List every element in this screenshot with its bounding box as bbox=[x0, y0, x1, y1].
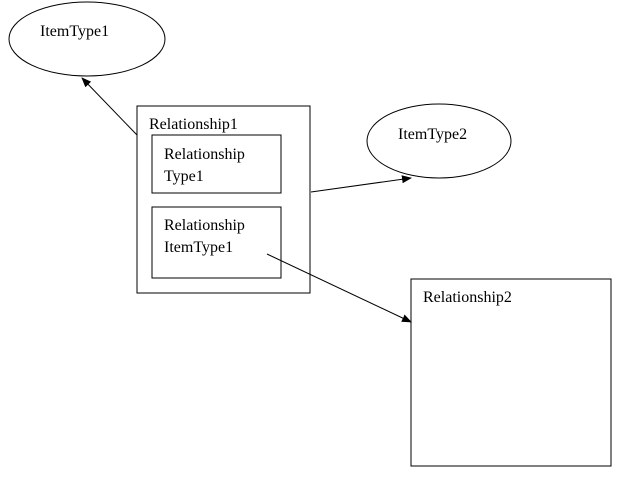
itemtype1-label: ItemType1 bbox=[40, 23, 109, 40]
relationship1-node: Relationship1 Relationship Type1 Relatio… bbox=[136, 105, 311, 294]
arrow-to-itemtype1 bbox=[81, 77, 138, 136]
arrow-to-itemtype2 bbox=[310, 175, 412, 193]
relationship-itemtype-line-2: ItemType1 bbox=[164, 239, 233, 256]
relationship-type-box: Relationship Type1 bbox=[151, 134, 282, 194]
itemtype2-label: ItemType2 bbox=[398, 126, 467, 143]
relationship-type-line-1: Relationship bbox=[164, 146, 245, 163]
arrow-to-relationship2 bbox=[266, 253, 412, 323]
relationship1-label: Relationship1 bbox=[149, 116, 238, 133]
relationship-type-rect bbox=[151, 134, 282, 194]
itemtype1-ellipse bbox=[8, 1, 166, 77]
relationship-itemtype-box: Relationship ItemType1 bbox=[151, 206, 282, 279]
itemtype1-node: ItemType1 bbox=[8, 1, 166, 77]
relationship2-box bbox=[410, 278, 612, 467]
relationship2-label: Relationship2 bbox=[423, 289, 512, 306]
relationship2-node: Relationship2 bbox=[410, 278, 612, 467]
relationship-itemtype-rect bbox=[151, 206, 282, 279]
itemtype2-node: ItemType2 bbox=[366, 103, 512, 179]
itemtype2-ellipse bbox=[366, 103, 512, 179]
relationship-type-line-2: Type1 bbox=[164, 168, 204, 185]
relationship-itemtype-line-1: Relationship bbox=[164, 217, 245, 234]
